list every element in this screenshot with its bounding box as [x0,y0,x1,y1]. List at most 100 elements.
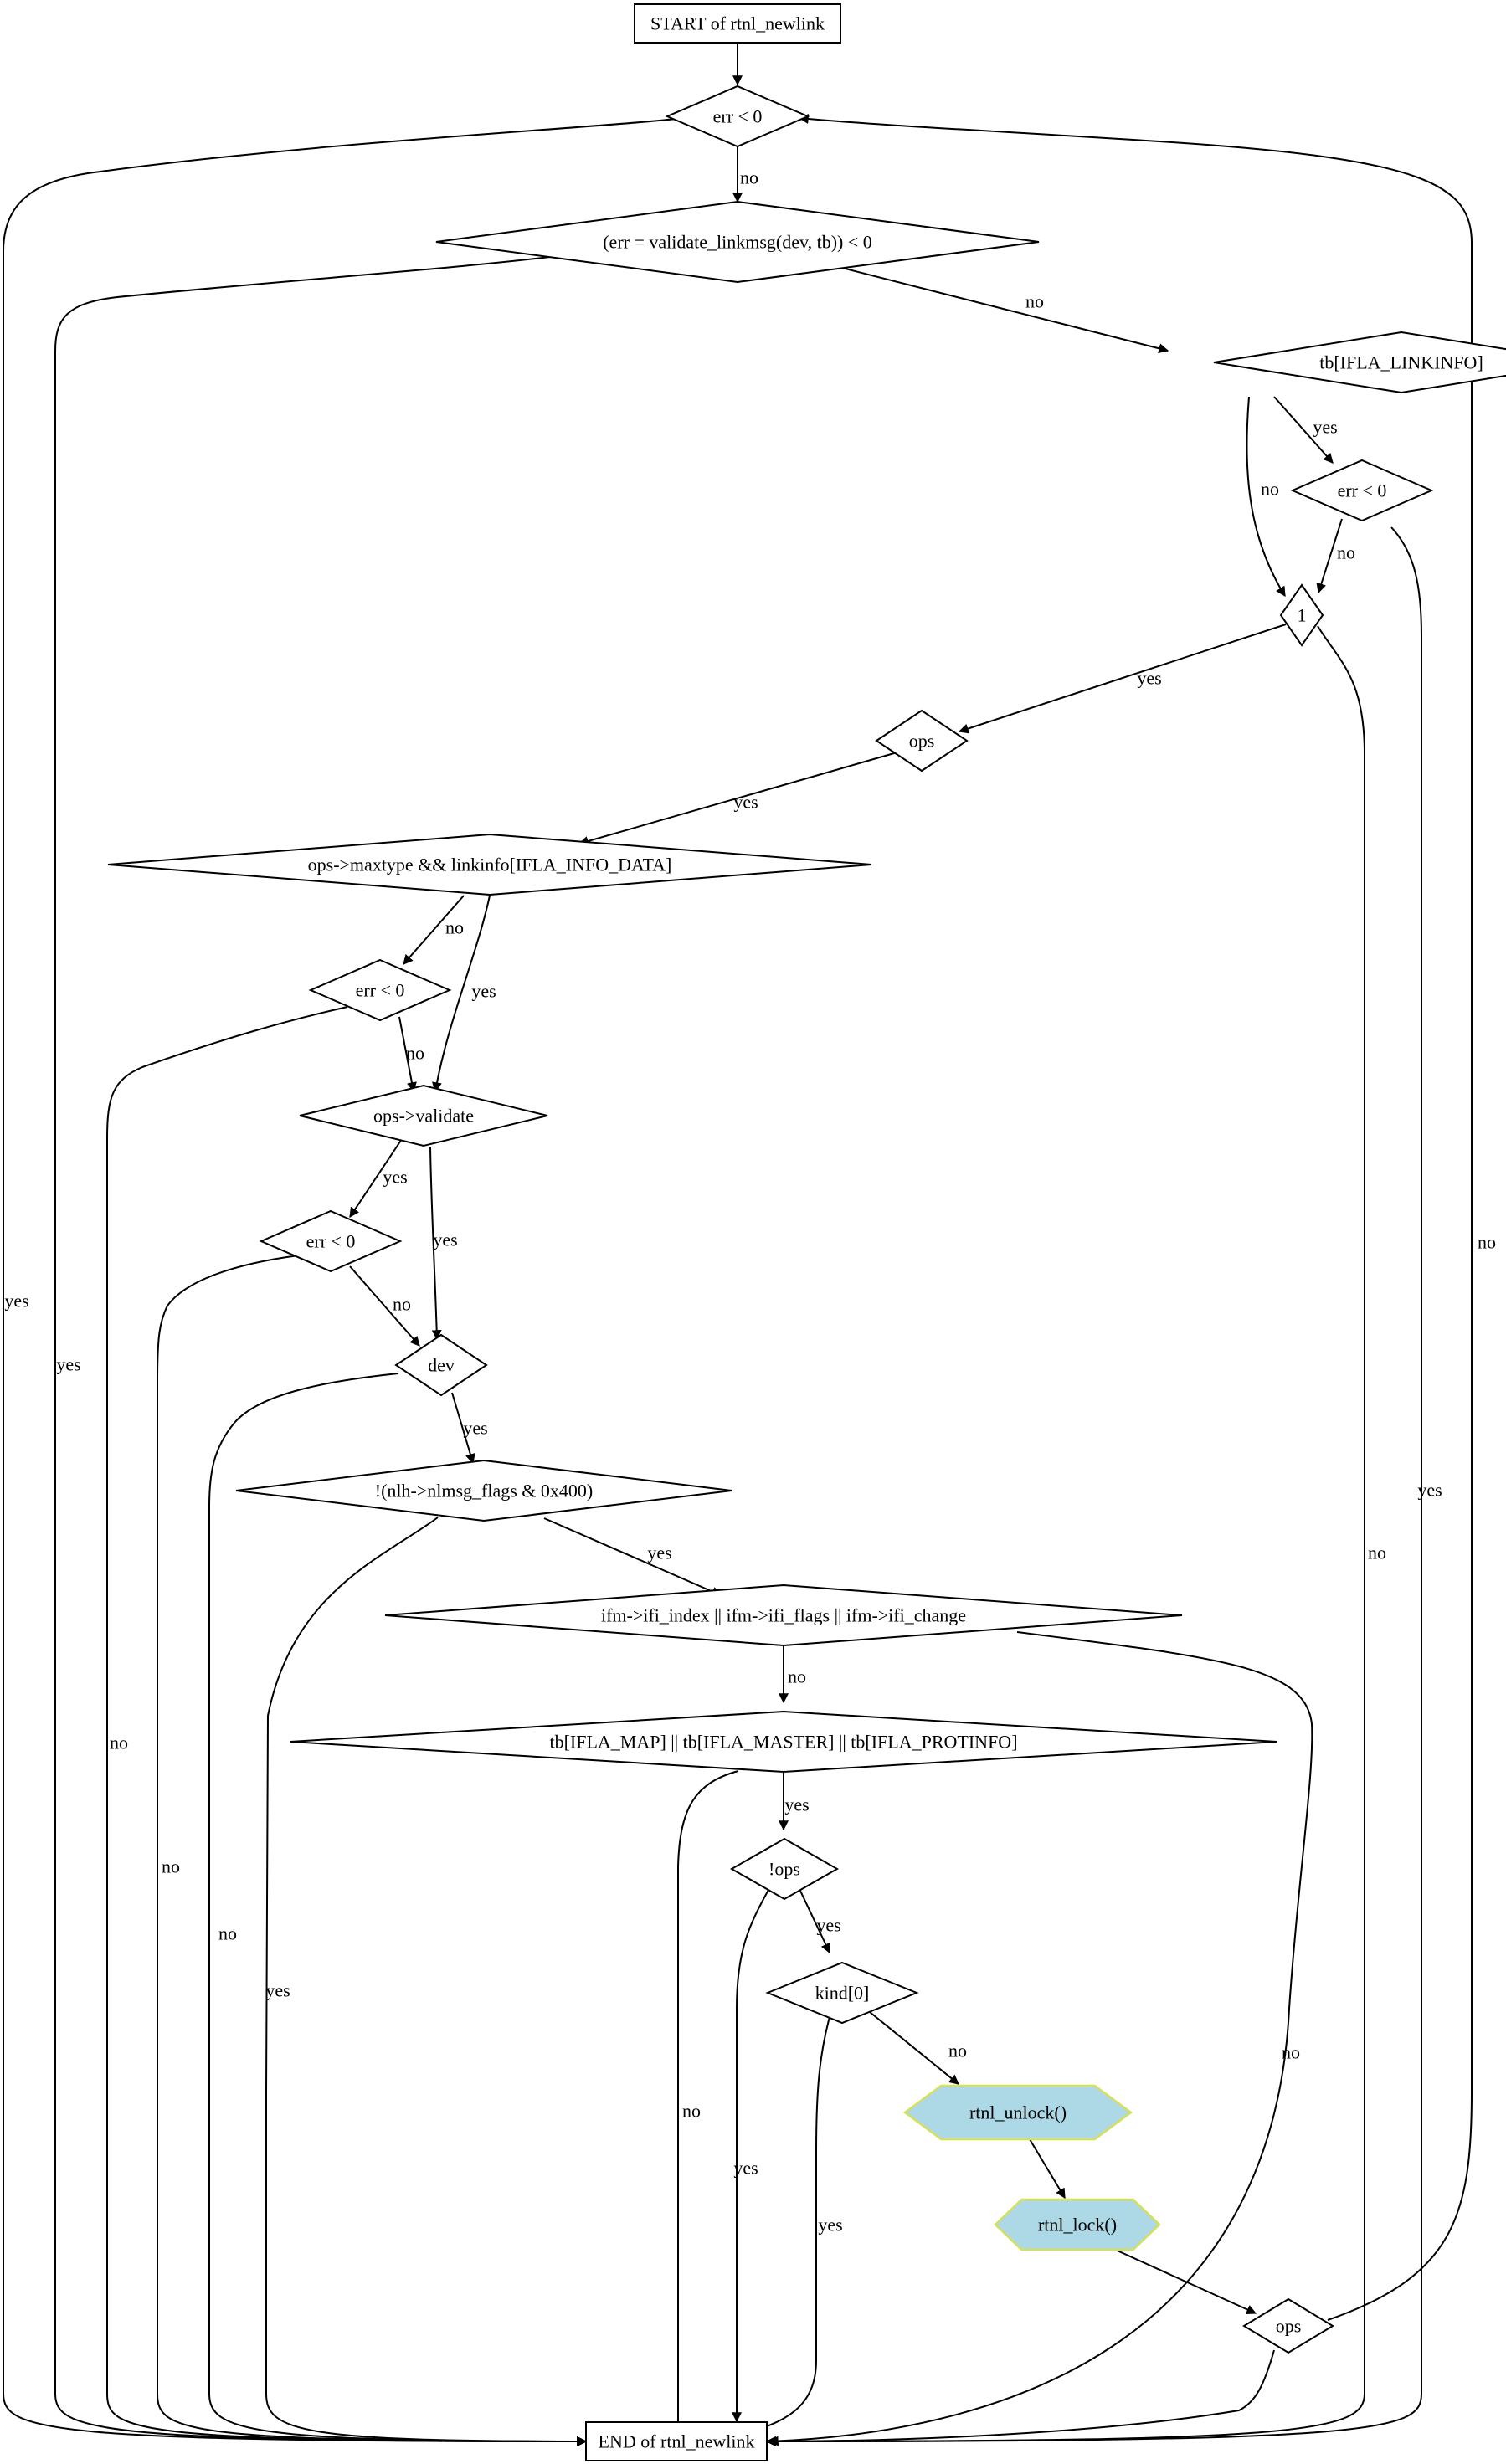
edge-label-d_validate-to-end: yes [56,1354,80,1375]
edge-d_err3-to-d_validate2 [106,1006,588,2446]
edge-d_map-to-d_notops [673,1770,739,2431]
edge-label-d_validate2-to-d_err4: yes [433,1229,457,1250]
edge-d_err3-to-end [349,1138,403,1218]
node-label: !(nlh->nlmsg_flags & 0x400) [375,1481,594,1502]
edge-label-d_err2-to-end: yes [1417,1480,1442,1501]
edge-label-d_ops1-to-d_dev: no [445,917,464,938]
diamond-shape [1279,583,1324,647]
edge-d_dev-to-d_nlmsg [208,1373,588,2446]
node-d-one: 1 [1279,583,1324,647]
edge-label-d_validate-to-d_linkinfo: no [1025,291,1044,312]
diamond-shape [729,1837,840,1901]
edge-d_err4-to-end [451,1392,475,1465]
diamond-shape [665,85,810,148]
edge-d_ifi-to-d_map [768,1631,1313,2446]
edge-d_one-to-end [765,625,1365,2446]
node-label: (err = validate_linkmsg(dev, tb)) < 0 [603,232,872,253]
edge-h_unlock-to-h_lock [1111,2247,1257,2315]
edge-d_dev-to-end [265,1517,588,2446]
box-shape [585,2421,768,2461]
diamond-shape [384,1584,1183,1647]
node-label: ops [909,731,935,752]
edge-d_err1-to-end [3,115,700,2446]
edge-label-d_one-to-end: no [1368,1543,1386,1563]
edge-d_notops-to-d_kind [732,1889,769,2423]
diamond-shape [875,709,969,773]
node-d-ops2: ops [1242,2297,1334,2354]
node-d-err1: err < 0 [665,85,810,148]
edge-label-d_dev-to-end: yes [265,1980,290,2001]
node-h-unlock: rtnl_unlock() [902,2084,1133,2141]
diamond-shape [394,1333,488,1397]
edge-d_validate2-to-d_err4 [429,1146,442,1341]
diamond-shape [235,1459,732,1522]
edge-label-d_err1-to-end: yes [4,1291,28,1312]
node-label: rtnl_unlock() [969,2102,1067,2123]
edge-d_notops-to-end [869,2011,959,2085]
node-d-err3: err < 0 [308,958,452,1022]
edge-d_maxtype-to-d_err3 [431,895,491,1093]
node-d-ifi: ifm->ifi_index || ifm->ifi_flags || ifm-… [384,1584,1183,1647]
diamond-shape [308,958,452,1022]
edge-label-d_ifi-to-d_map: no [1282,2042,1300,2063]
node-label: err < 0 [356,980,405,1001]
edge-d_validate2-to-d_dev [349,1265,420,1347]
edge-label-d_validate2-to-d_dev: no [393,1294,411,1315]
edge-d_maxtype-to-d_validate2 [398,1016,417,1093]
edge-d_validate-to-end [54,254,588,2446]
edge-label-d_linkinfo-to-d_one: no [1261,479,1279,500]
node-label: dev [428,1355,455,1376]
edge-label-d_map-to-end: yes [816,1915,840,1936]
edge-d_map-to-end [799,1888,830,1954]
edge-label-d_err4-to-end: yes [463,1418,487,1439]
node-label: 1 [1298,605,1307,626]
edge-d_ops2-to-end [798,114,1473,2321]
node-label: err < 0 [713,106,763,127]
edge-labels-layer: no yes yes no yes no no yes yes no yes no yes no no yes… [4,167,1496,2236]
edge-d_ops1-to-d_dev [403,895,465,965]
diamond-shape [765,1961,919,2025]
edge-label-d_maxtype-to-d_err3: yes [471,981,496,1002]
node-label: !ops [768,1859,800,1880]
edge-label-d_ifi-to-end: yes [784,1794,809,1815]
node-label: kind[0] [815,1983,870,2004]
node-label: ops [1276,2316,1302,2337]
node-label: err < 0 [306,1231,356,1252]
node-d-validate: (err = validate_linkmsg(dev, tb)) < 0 [435,200,1040,284]
node-start: START of rtnl_newlink [634,3,841,44]
edges-layer [3,43,1473,2446]
diamond-shape [299,1084,548,1147]
node-h-lock: rtnl_lock() [994,2198,1161,2251]
edge-d_err2-to-end [765,526,1422,2446]
diamond-shape [1290,459,1434,522]
edge-label-d_nlmsg-to-end: yes [647,1543,671,1563]
edge-label-d_err1-to-d_validate: no [740,167,758,188]
node-d-err2: err < 0 [1290,459,1434,522]
edge-d_ops1-to-d_maxtype [578,751,901,846]
edge-d_kind-to-end [1029,2138,1066,2200]
node-label: END of rtnl_newlink [599,2431,755,2452]
node-label: tb[IFLA_LINKINFO] [1319,352,1483,373]
edge-label-d_kind-to-h_unlock: yes [818,2215,842,2236]
node-d-kind: kind[0] [765,1961,919,2025]
edge-d_linkinfo-to-d_one [1246,396,1286,598]
node-label: tb[IFLA_MAP] || tb[IFLA_MASTER] || tb[IF… [549,1732,1017,1753]
edge-label-d_err4-to-d_dev: no [162,1856,180,1877]
edge-d_err2-to-d_one [1316,518,1343,594]
node-label: ifm->ifi_index || ifm->ifi_flags || ifm-… [601,1605,966,1626]
diamond-shape [259,1209,403,1273]
diamond-shape [290,1710,1277,1774]
node-d-linkinfo: tb[IFLA_LINKINFO] [1213,331,1506,394]
diamond-shape [1213,331,1506,394]
edge-h_lock-to-d_ops2 [765,2349,1275,2446]
edge-label-d_maxtype-to-d_validate2: no [406,1043,424,1064]
node-d-err4: err < 0 [259,1209,403,1273]
edge-label-d_err3-to-end: yes [383,1167,407,1188]
edge-label-d_nlmsg-to-d_ifi: no [788,1666,806,1687]
edge-label-d_notops-to-d_kind: yes [733,2158,758,2179]
edge-d_err4-to-d_dev [157,1255,588,2446]
node-label: START of rtnl_newlink [650,13,825,34]
node-d-validate2: ops->validate [299,1084,548,1147]
